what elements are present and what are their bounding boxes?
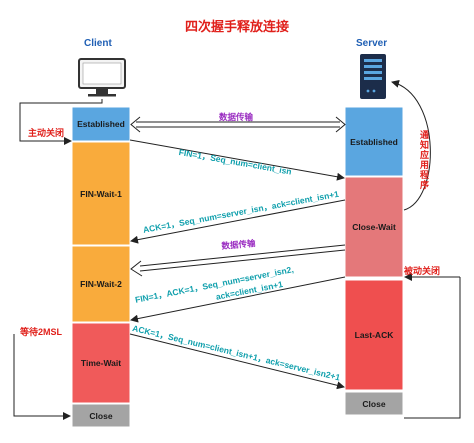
server-state-last-ack: Last-ACK: [354, 330, 394, 340]
client-fin-wait-2-block: [71, 245, 131, 323]
client-state-close: Close: [89, 410, 113, 421]
client-time-wait-block: [71, 322, 131, 404]
active-close-label: 主动关闭: [28, 128, 65, 138]
ack-1-arrow: [130, 199, 346, 244]
active-close-connector: [19, 99, 103, 145]
server-state-established: Established: [350, 136, 398, 147]
server-close-block: [344, 391, 404, 416]
client-fin-wait-1-block: [71, 141, 131, 246]
diagram-title: 四次握手释放连接: [184, 19, 289, 34]
notify-app-curve: [391, 79, 431, 211]
server-state-close-wait: Close-Wait: [352, 222, 396, 232]
data-transfer-label-1: 数据传输: [219, 112, 254, 122]
server-label: Server: [356, 38, 388, 49]
ack-2-arrow: [129, 333, 345, 390]
client-state-fin-wait-2: FIN-Wait-2: [80, 279, 122, 289]
client-state-established: Established: [77, 119, 125, 129]
server-state-close: Close: [362, 398, 386, 409]
wait-2msl-label: 等待2MSL: [20, 327, 63, 337]
server-icon: [360, 54, 386, 99]
client-established-block: [71, 106, 131, 142]
monitor-icon: [78, 58, 126, 97]
passive-close-label: 被动关闭: [404, 266, 441, 276]
data-transfer-arrow-1: [130, 116, 346, 133]
client-state-time-wait: Time-Wait: [80, 358, 122, 368]
fin-1-arrow: [129, 139, 345, 181]
client-label: Client: [84, 38, 112, 49]
server-established-block: [344, 106, 404, 177]
notify-app-label: 通知应用程序: [419, 130, 429, 190]
server-last-ack-block: [344, 279, 404, 391]
passive-close-connector: [404, 277, 461, 419]
client-state-fin-wait-1: FIN-Wait-1: [80, 188, 122, 199]
fin-2-arrow: [130, 276, 346, 323]
client-close-block: [71, 403, 131, 428]
wait-2msl-connector: [13, 334, 71, 420]
data-transfer-arrow-2: [130, 244, 346, 277]
server-close-wait-block: [344, 176, 404, 278]
